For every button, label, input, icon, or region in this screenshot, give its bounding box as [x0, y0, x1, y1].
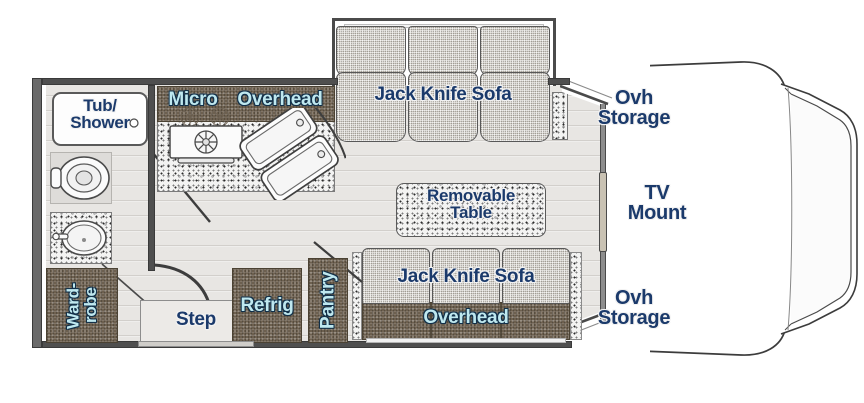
bathroom-sink-icon — [52, 220, 107, 256]
pantry[interactable] — [308, 258, 348, 343]
overhead-seam-1 — [430, 303, 432, 339]
entry-door-sill — [138, 341, 254, 347]
refrigerator[interactable] — [232, 268, 302, 343]
sofa-base-rail — [366, 338, 566, 343]
tv-mount-bracket[interactable] — [599, 172, 607, 252]
removable-table[interactable] — [396, 183, 546, 237]
exterior-wall-top-right — [548, 78, 570, 85]
bathroom-partition-wall — [148, 85, 155, 271]
jack-knife-sofa-top[interactable] — [336, 26, 550, 142]
overhead-cabinet-kitchen[interactable] — [157, 86, 335, 122]
overhead-seam-2 — [500, 303, 502, 339]
counter-sliver-right-sofa — [552, 92, 568, 140]
kitchen-sink-icon[interactable] — [236, 108, 346, 200]
counter-sliver-right-lower-sofa — [570, 252, 582, 340]
exterior-wall-bottom — [42, 341, 572, 348]
shower-valve-icon — [129, 118, 139, 128]
cab-transition-walls — [560, 58, 650, 358]
overhead-cabinet-living[interactable] — [362, 302, 570, 340]
cooktop-icon[interactable] — [166, 108, 246, 168]
jack-knife-sofa-bottom[interactable] — [362, 248, 570, 304]
cab-outline — [602, 61, 858, 356]
exterior-wall-top-left — [42, 78, 338, 85]
wardrobe[interactable] — [46, 268, 118, 343]
toilet-icon — [50, 156, 110, 200]
counter-sliver-left-lower-sofa — [352, 252, 362, 340]
exterior-wall-left — [32, 78, 42, 348]
